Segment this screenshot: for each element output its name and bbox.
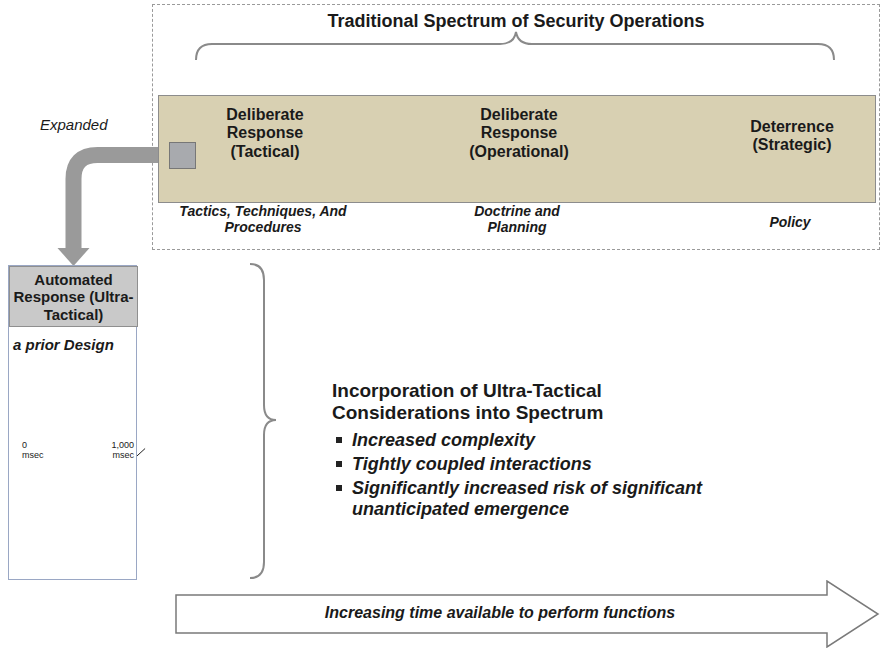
header-text: Automated Response (Ultra-Tactical): [13, 271, 134, 323]
brace: [196, 32, 834, 60]
band-column: Deliberate Response (Tactical): [205, 106, 325, 161]
column-label: Tactics, Techniques, And Procedures: [168, 203, 358, 235]
scale-label: 1,000 msec: [102, 440, 134, 461]
ultra-tactical-panel: a prior Design Automated Response (Ultra-…: [8, 265, 137, 580]
band-column: Deterrence (Strategic): [727, 118, 857, 155]
bullet-marks: [336, 437, 342, 491]
note: Expanded: [40, 116, 140, 133]
spectrum-band: Deliberate Response (Tactical) Deliberate…: [158, 95, 876, 203]
bullet-item: Increased complexity: [352, 430, 772, 451]
expansion-arrow: [58, 155, 159, 266]
header-box: Automated Response (Ultra-Tactical): [9, 266, 138, 327]
panel-caption: a prior Design: [13, 336, 132, 353]
expanded-marker: [169, 142, 196, 169]
bullet-item: Significantly increased risk of signific…: [352, 478, 752, 519]
column-label: Policy: [740, 214, 840, 230]
bullet-item: Tightly coupled interactions: [352, 454, 772, 475]
arrow-text: Increasing time available to perform fun…: [175, 604, 825, 622]
time-arrow: Increasing time available to perform fun…: [175, 580, 880, 648]
band-column: Deliberate Response (Operational): [449, 106, 589, 161]
summary-heading: Incorporation of Ultra-Tactical Consider…: [332, 380, 662, 424]
scale-label: 0 msec: [22, 440, 46, 461]
frame-title: Traditional Spectrum of Security Operati…: [153, 11, 879, 32]
brace: [250, 264, 276, 578]
column-label: Doctrine and Planning: [462, 203, 572, 235]
